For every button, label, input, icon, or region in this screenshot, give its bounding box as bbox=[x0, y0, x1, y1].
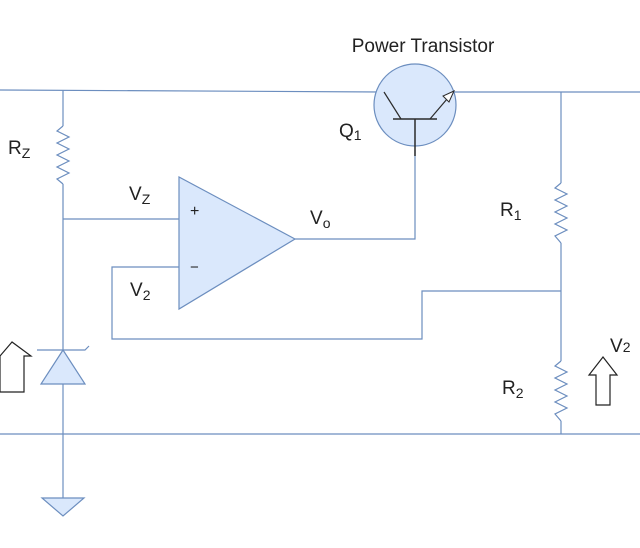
vo-label: Vo bbox=[310, 208, 331, 231]
zener-diode-bar bbox=[37, 345, 90, 351]
rz-label: RZ bbox=[8, 138, 31, 161]
wire-output-to-base bbox=[295, 150, 416, 240]
wire-feedback bbox=[111, 266, 561, 340]
rz-letter: R bbox=[8, 138, 22, 159]
op-amp bbox=[178, 175, 297, 311]
rz-sub: Z bbox=[22, 145, 31, 161]
transistor-collector bbox=[383, 91, 402, 120]
op-amp-plus-sign: + bbox=[190, 203, 199, 220]
power-transistor-label: Power Transistor bbox=[352, 36, 495, 57]
vo-sub: o bbox=[323, 215, 331, 231]
wires bbox=[0, 89, 640, 498]
zener-diode bbox=[39, 348, 87, 385]
r1-sub: 1 bbox=[514, 207, 522, 223]
voltage-arrow-right bbox=[587, 356, 619, 406]
vo-letter: V bbox=[310, 208, 323, 229]
v2-right-sub: 2 bbox=[623, 339, 631, 355]
resistor-rz bbox=[55, 125, 71, 185]
q1-label: Q1 bbox=[339, 121, 362, 143]
vz-label: VZ bbox=[129, 184, 151, 207]
r1-letter: R bbox=[500, 200, 514, 221]
resistor-r2 bbox=[553, 360, 569, 422]
resistor-r1 bbox=[553, 182, 569, 244]
voltage-arrow-left bbox=[0, 341, 33, 393]
op-amp-minus-sign: − bbox=[190, 259, 199, 276]
transistor-emitter-arrow bbox=[442, 89, 456, 103]
v2-left-sub: 2 bbox=[143, 287, 151, 303]
r2-letter: R bbox=[502, 378, 516, 399]
r2-label: R2 bbox=[502, 378, 524, 401]
v2-left-letter: V bbox=[130, 280, 143, 301]
q1-letter: Q bbox=[339, 121, 354, 142]
v2-right-label: V2 bbox=[610, 336, 631, 357]
power-transistor bbox=[373, 63, 457, 156]
vz-letter: V bbox=[129, 184, 142, 205]
vz-sub: Z bbox=[142, 191, 151, 207]
v2-right-letter: V bbox=[610, 336, 623, 357]
r1-label: R1 bbox=[500, 200, 522, 223]
r2-sub: 2 bbox=[516, 385, 524, 401]
q1-sub: 1 bbox=[354, 127, 362, 143]
v2-left-label: V2 bbox=[130, 280, 151, 303]
ground-symbol bbox=[40, 497, 86, 517]
wire-top-rail-left bbox=[0, 89, 386, 93]
